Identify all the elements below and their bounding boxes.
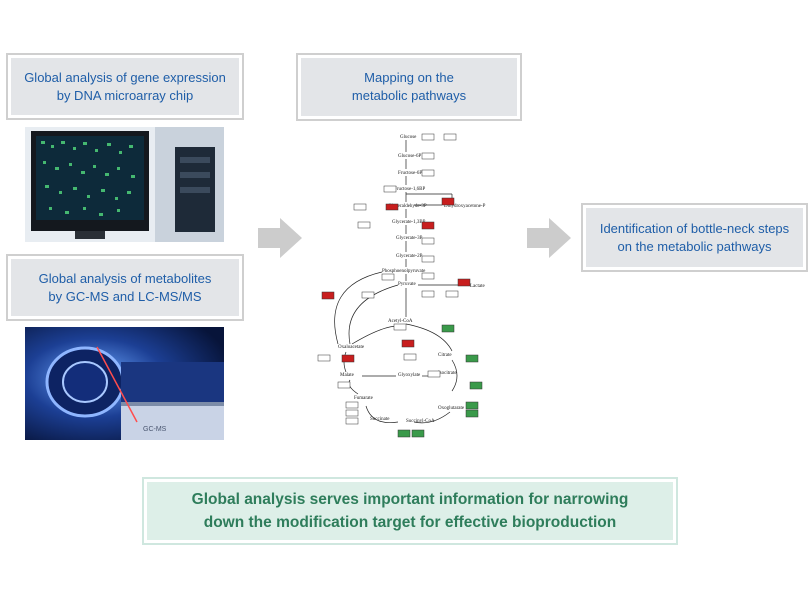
metabolite-label: Succinyl-CoA [406, 419, 435, 424]
mapping-box: Mapping on the metabolic pathways [296, 53, 522, 121]
metabolite-analysis-label: Global analysis of metabolites by GC-MS … [11, 259, 239, 316]
metabolite-label: Isocitrate [438, 371, 457, 376]
metabolite-label: Glucose [400, 135, 417, 140]
gene-expression-box: Global analysis of gene expression by DN… [6, 53, 244, 120]
metabolite-label: Glyoxylate [398, 373, 421, 378]
metabolite-label: Pyruvate [398, 282, 417, 287]
metabolite-label: Glycerate-1,3BP [392, 220, 426, 225]
bottleneck-box: Identification of bottle-neck steps on t… [581, 203, 808, 272]
microarray-scanner-photo [25, 127, 224, 242]
bottleneck-label: Identification of bottle-neck steps on t… [586, 208, 803, 267]
metabolite-label: Glycerate-2P [396, 254, 423, 259]
right-arrow-icon [258, 218, 302, 258]
right-arrow-icon [527, 218, 571, 258]
metabolite-analysis-box: Global analysis of metabolites by GC-MS … [6, 254, 244, 321]
metabolite-label: Phosphoenolpyruvate [382, 269, 426, 274]
metabolite-label: Glycerate-3P [396, 236, 423, 241]
gene-expression-label: Global analysis of gene expression by DN… [11, 58, 239, 115]
metabolic-pathway-map: Glucose Glucose-6P Fructose-6P Fructose-… [317, 133, 486, 438]
conclusion-box: Global analysis serves important informa… [142, 477, 678, 545]
mass-spectrometer-photo: GC-MS [25, 327, 224, 440]
metabolite-label: Glucose-6P [398, 154, 422, 159]
metabolite-label: Oxoglutarate [438, 406, 465, 411]
conclusion-label: Global analysis serves important informa… [147, 482, 673, 540]
mapping-label: Mapping on the metabolic pathways [301, 58, 517, 116]
metabolite-label: Glyceraldehyde-3P [388, 204, 427, 209]
metabolite-label: Fumarate [354, 396, 374, 401]
metabolite-label: Dihydroxyacetone-P [444, 204, 486, 209]
metabolite-label: Fructose-6P [398, 171, 422, 176]
metabolite-label: Citrate [438, 353, 452, 358]
metabolite-label: Fructose-1,6BP [394, 187, 425, 192]
svg-text:GC-MS: GC-MS [143, 426, 167, 433]
metabolite-label: Lactate [470, 284, 485, 289]
metabolite-label: Oxaloacetate [338, 345, 365, 350]
metabolite-label: Succinate [370, 417, 390, 422]
metabolite-label: Acetyl-CoA [388, 319, 413, 324]
metabolite-label: Malate [340, 373, 355, 378]
